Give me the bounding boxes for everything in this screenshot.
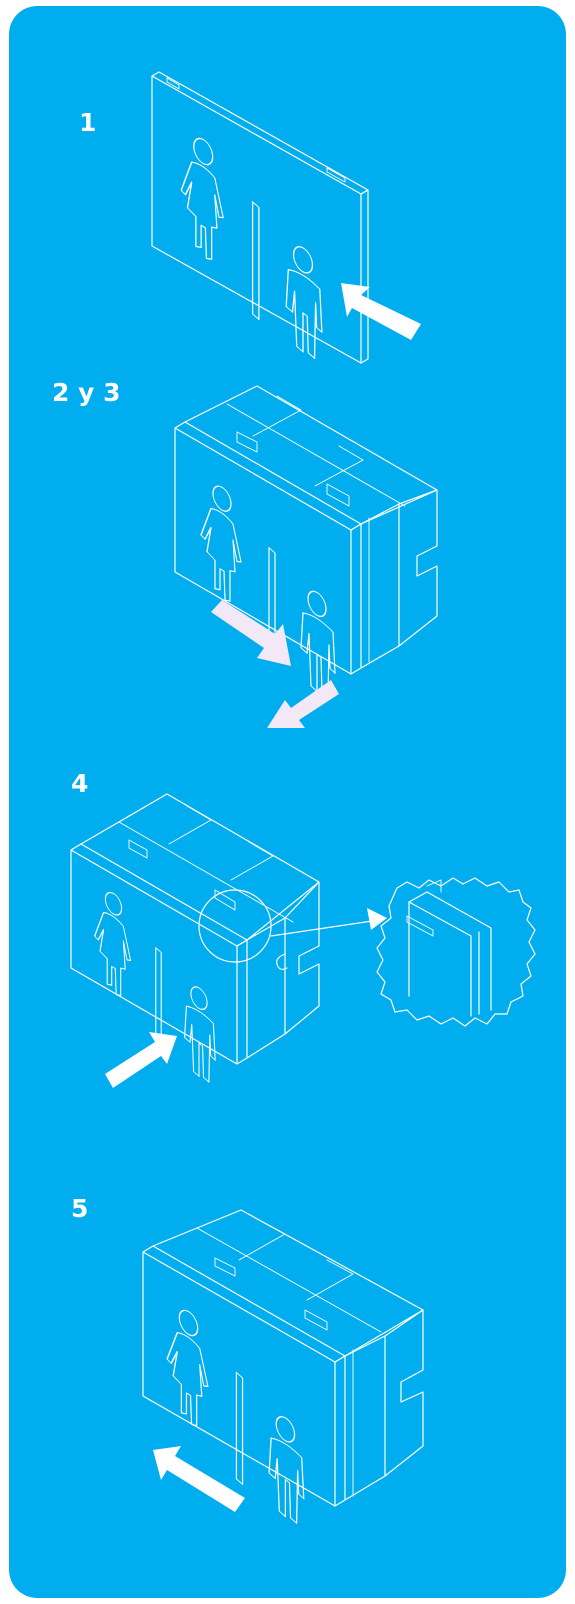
step-5-label: 5	[71, 1196, 88, 1221]
instruction-panel: 1 2 y 3 4 5	[9, 6, 566, 1598]
panel-background	[9, 6, 566, 1598]
instruction-illustration	[9, 6, 566, 1598]
step-2-label: 2 y 3	[52, 380, 121, 405]
step-4-label: 4	[71, 771, 88, 796]
step-1-label: 1	[79, 110, 96, 135]
